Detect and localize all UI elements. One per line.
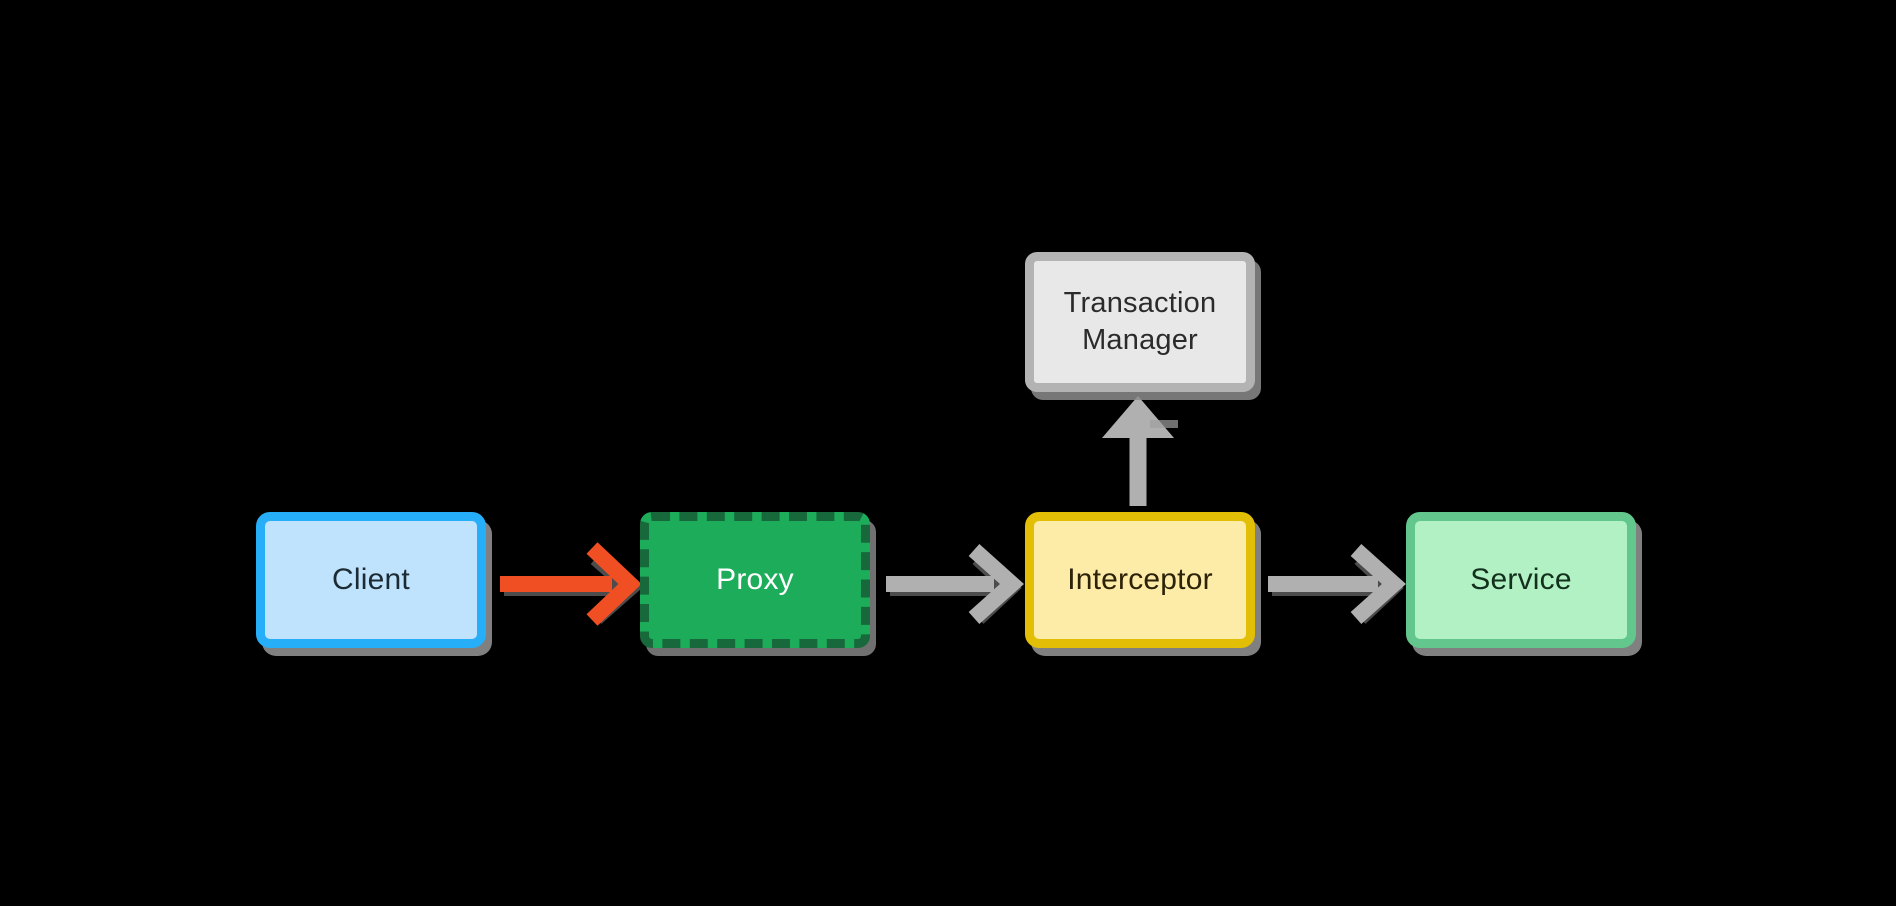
edge-proxy-to-interceptor xyxy=(886,544,1024,624)
node-proxy[interactable]: Proxy xyxy=(640,512,870,648)
node-interceptor-label: Interceptor xyxy=(1067,562,1213,596)
edge-client-to-proxy xyxy=(500,542,642,626)
node-transaction-manager[interactable]: Transaction Manager xyxy=(1025,252,1255,392)
node-service-label: Service xyxy=(1470,562,1572,596)
edge-shadows xyxy=(504,552,1404,624)
edge-interceptor-to-transaction-manager xyxy=(1102,396,1178,506)
edge-interceptor-to-service xyxy=(1268,544,1406,624)
node-client[interactable]: Client xyxy=(256,512,486,648)
node-proxy-label: Proxy xyxy=(716,562,794,596)
node-client-label: Client xyxy=(332,562,410,596)
node-interceptor[interactable]: Interceptor xyxy=(1025,512,1255,648)
node-transaction-manager-label: Transaction Manager xyxy=(1063,286,1217,356)
node-service[interactable]: Service xyxy=(1406,512,1636,648)
